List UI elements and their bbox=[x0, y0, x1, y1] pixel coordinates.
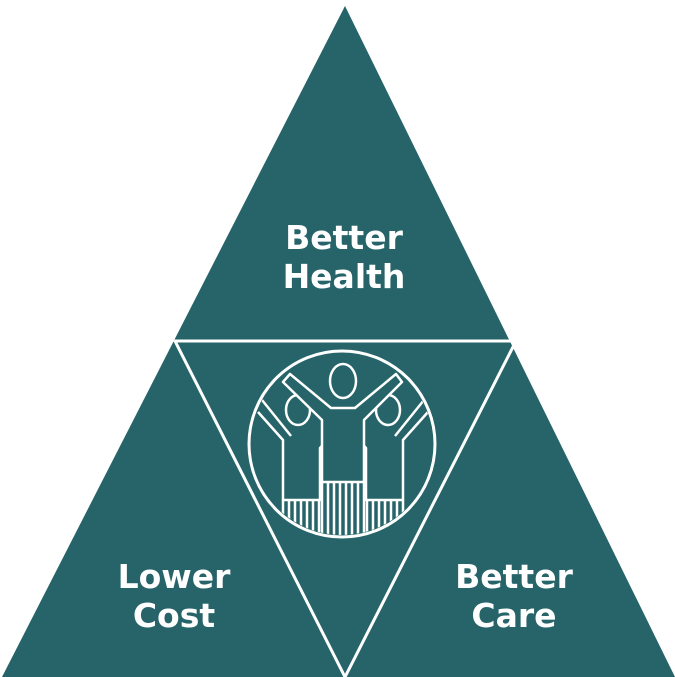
lower-cost-line2: Cost bbox=[132, 596, 216, 635]
better-health-line2: Health bbox=[282, 257, 406, 296]
better-health-label: Better Health bbox=[232, 218, 456, 296]
inner-triangle bbox=[172, 339, 519, 677]
center-person bbox=[281, 362, 404, 535]
lower-cost-label: Lower Cost bbox=[62, 557, 286, 635]
better-care-line1: Better bbox=[455, 557, 573, 596]
lower-cost-line1: Lower bbox=[117, 557, 231, 596]
better-health-line1: Better bbox=[285, 218, 403, 257]
better-care-label: Better Care bbox=[402, 557, 626, 635]
better-care-line2: Care bbox=[471, 596, 557, 635]
